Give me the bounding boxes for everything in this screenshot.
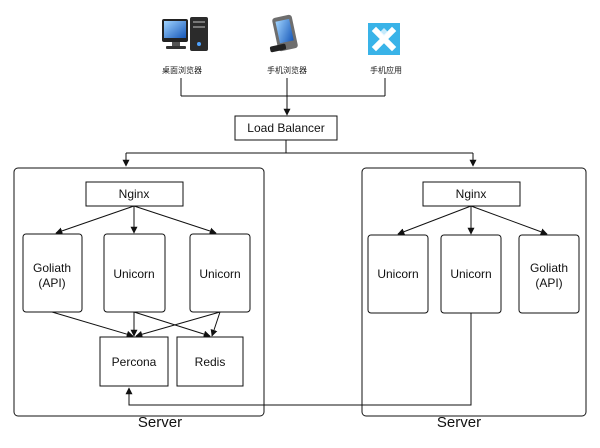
client-label-mobile-app: 手机应用 [370,65,402,75]
mobile-app-icon [368,23,400,55]
server-2-frame [361,167,587,417]
lb-connectors [122,140,477,167]
server-1-percona-box [99,336,169,387]
server-1-nginx-box [85,181,184,207]
server-1-app-goliath-line2: (API) [38,276,65,290]
server-1-frame [13,167,265,417]
server-1-nginx-arrows [55,205,217,235]
server-1-datastore-arrows [51,311,221,338]
server-2-nginx-label: Nginx [456,187,487,201]
server-2-label: Server [437,414,481,431]
server-2: Server Nginx Unicorn Unicorn Goliath (AP… [361,167,587,431]
cross-server-db-connector [125,313,472,406]
server-1-percona-label: Percona [112,355,157,369]
load-balancer-box [234,115,338,141]
server-1-redis-box [176,336,244,387]
client-connectors [180,78,386,116]
load-balancer-label: Load Balancer [247,121,324,135]
client-label-desktop: 桌面浏览器 [162,65,202,75]
server-1-nginx-label: Nginx [119,187,150,201]
server-2-app-goliath-line2: (API) [535,276,562,290]
server-2-app-goliath-line1: Goliath [530,261,568,275]
server-2-app-unicorn-a-label: Unicorn [377,267,418,281]
server-1-app-unicorn-a-label: Unicorn [113,267,154,281]
server-1-label: Server [138,414,182,431]
server-2-nginx-box [422,181,521,207]
server-1-redis-label: Redis [195,355,226,369]
server-1: Server Nginx Goliath (API) Unicorn Unico… [13,167,265,431]
server-1-app-unicorn-b-label: Unicorn [199,267,240,281]
server-1-app-goliath-line1: Goliath [33,261,71,275]
desktop-computer-icon [162,17,208,51]
client-label-mobile-browser: 手机浏览器 [267,65,307,75]
mobile-phone-icon [269,14,298,53]
server-2-app-unicorn-b-label: Unicorn [450,267,491,281]
server-2-app-goliath-box [518,234,580,314]
server-2-nginx-arrows [397,205,548,236]
server-2-app-unicorn-a-box [367,234,429,314]
